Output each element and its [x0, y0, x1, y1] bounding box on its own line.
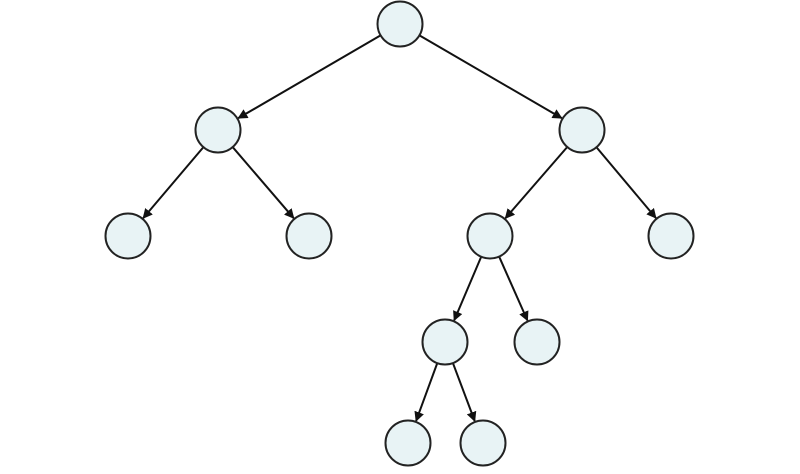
tree-node-root: [376, 0, 424, 48]
edge-rl-rlr: [498, 256, 529, 322]
edge-rll-rllr: [451, 362, 477, 422]
edge-l-ll: [142, 146, 205, 219]
edge-root-r: [418, 34, 563, 120]
tree-node-rl: [466, 212, 514, 260]
tree-node-rll: [421, 318, 469, 366]
edge-rll-rlll: [414, 362, 439, 422]
tree-node-rr: [647, 212, 695, 260]
tree-node-rllr: [459, 419, 507, 467]
edge-r-rr: [595, 146, 657, 219]
edge-rl-rll: [453, 256, 483, 322]
edge-root-l: [237, 34, 382, 120]
edge-l-lr: [231, 146, 295, 219]
tree-node-rlll: [384, 419, 432, 467]
tree-node-rlr: [513, 318, 561, 366]
tree-node-l: [194, 106, 242, 154]
tree-node-ll: [104, 212, 152, 260]
edge-r-rl: [504, 146, 569, 220]
tree-node-lr: [285, 212, 333, 260]
tree-node-r: [558, 106, 606, 154]
